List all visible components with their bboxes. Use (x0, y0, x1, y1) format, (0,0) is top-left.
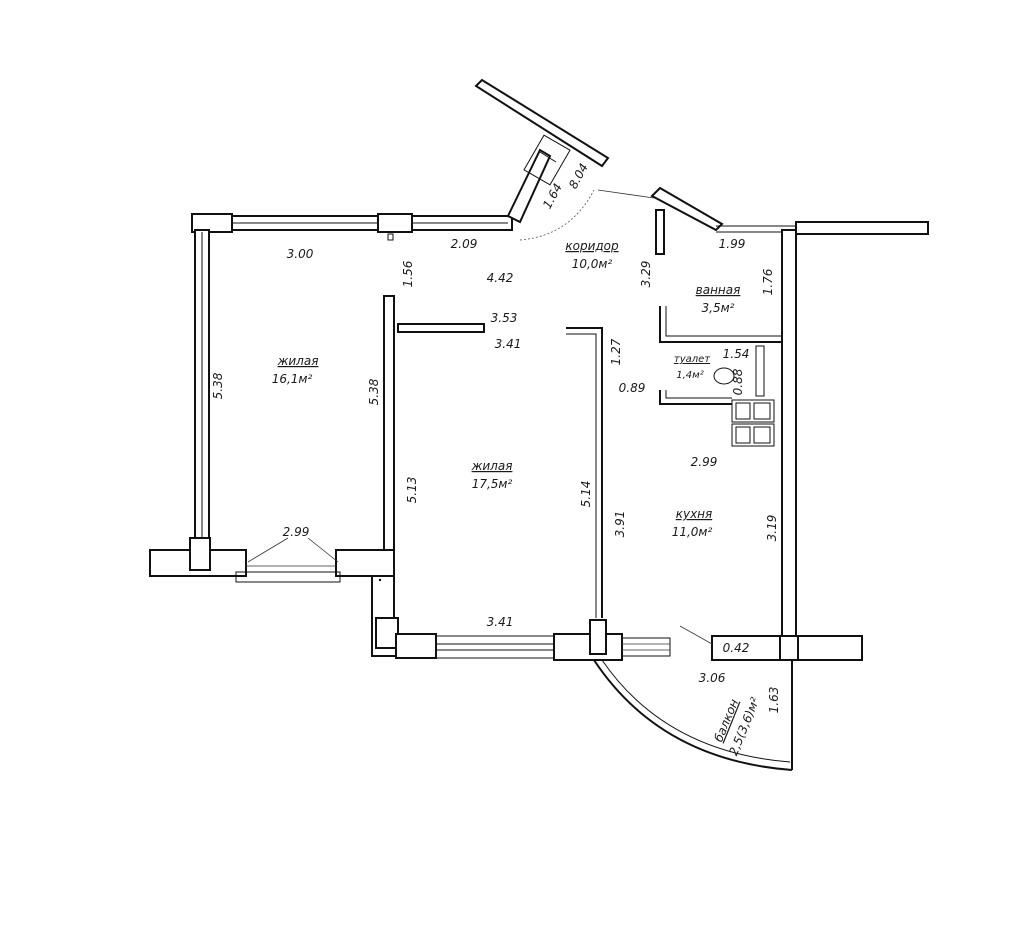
bottom-window (435, 635, 555, 659)
loggia-rail (235, 571, 341, 583)
dim-3-41-bottom: 3.41 (487, 615, 514, 629)
entrance-door-arc (519, 189, 595, 241)
dim-3-00: 3.00 (287, 247, 314, 261)
dim-3-06: 3.06 (699, 671, 726, 685)
room-label-kitchen: кухня (676, 507, 713, 521)
right-top-wall (795, 221, 929, 235)
bottom-mid-wall-block (335, 549, 395, 577)
balcony-arc (593, 659, 793, 771)
dim-0-89: 0.89 (619, 381, 646, 395)
dim-3-53: 3.53 (491, 311, 518, 325)
dim-3-29: 3.29 (639, 261, 653, 288)
room-area-toilet: 1,4м² (676, 370, 703, 381)
dim-5-14: 5.14 (579, 481, 593, 508)
dim-5-13: 5.13 (405, 477, 419, 504)
room-area-kitchen: 11,0м² (672, 525, 713, 539)
room-label-living1: жилая (277, 354, 319, 368)
dimension-labels: 3.00 2.09 1.56 4.42 3.29 1.99 1.76 1.64 … (211, 161, 781, 713)
dim-0-42: 0.42 (723, 641, 750, 655)
dim-1-76: 1.76 (761, 268, 775, 295)
top-mid-column (377, 213, 413, 233)
dim-1-64: 1.64 (540, 181, 565, 211)
bathroom-bottom-wall (659, 306, 782, 343)
room-area-corridor: 10,0м² (572, 257, 613, 271)
dim-2-99-loggia: 2.99 (283, 525, 310, 539)
bottom-left-column (189, 537, 211, 571)
entrance-wall-side (506, 148, 552, 224)
dim-1-54: 1.54 (723, 347, 750, 361)
dim-1-27: 1.27 (609, 338, 623, 365)
room-area-living2: 17,5м² (472, 477, 513, 491)
right-wall (781, 229, 797, 637)
toilet-bowl-icon (713, 367, 735, 385)
bath-angled-wall (650, 186, 724, 232)
dim-1-99: 1.99 (719, 237, 746, 251)
interior-wall-2 (397, 323, 485, 333)
room-area-bathroom: 3,5м² (702, 301, 735, 315)
dim-2-99-kitchen: 2.99 (691, 455, 718, 469)
balcony-door-frame (621, 637, 671, 657)
interior-wall-1 (383, 295, 395, 551)
room-label-toilet: туалет (674, 354, 711, 365)
room-label-corridor: коридор (565, 239, 619, 253)
dim-0-88: 0.88 (731, 368, 745, 395)
dim-2-09: 2.09 (451, 237, 478, 251)
interior-wall-3 (566, 327, 603, 618)
dim-5-38-mid: 5.38 (367, 378, 381, 405)
dim-5-38-left: 5.38 (211, 372, 225, 399)
dim-1-56: 1.56 (401, 260, 415, 287)
entrance-cabinet (523, 134, 571, 186)
toilet-bottom-wall (659, 390, 732, 405)
dim-4-42: 4.42 (487, 271, 514, 285)
room-label-bathroom: ванная (696, 283, 741, 297)
room-area-living1: 16,1м² (272, 372, 313, 386)
walls (149, 78, 929, 771)
room-label-living2: жилая (471, 459, 513, 473)
entrance-wall-upper (474, 78, 610, 168)
dim-3-19: 3.19 (765, 515, 779, 542)
dim-3-41-top: 3.41 (495, 337, 522, 351)
dim-3-91: 3.91 (613, 511, 627, 538)
dim-1-63: 1.63 (767, 687, 781, 714)
dim-8-04: 8.04 (566, 161, 591, 191)
bottom-column (553, 633, 623, 661)
stove-unit-1 (731, 399, 775, 423)
stove-unit-2 (731, 423, 775, 447)
